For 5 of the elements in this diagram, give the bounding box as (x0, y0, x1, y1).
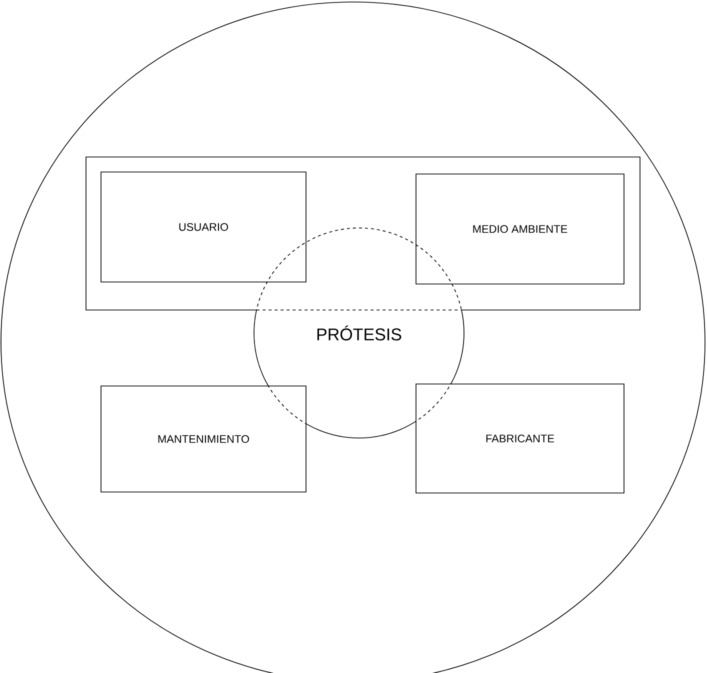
label-box: FABRICANTE (416, 384, 624, 494)
label-box: MANTENIMIENTO (100, 386, 306, 492)
label-box: MEDIO AMBIENTE (416, 174, 624, 284)
group-frame (86, 156, 640, 310)
label-box: USUARIO (100, 172, 306, 282)
